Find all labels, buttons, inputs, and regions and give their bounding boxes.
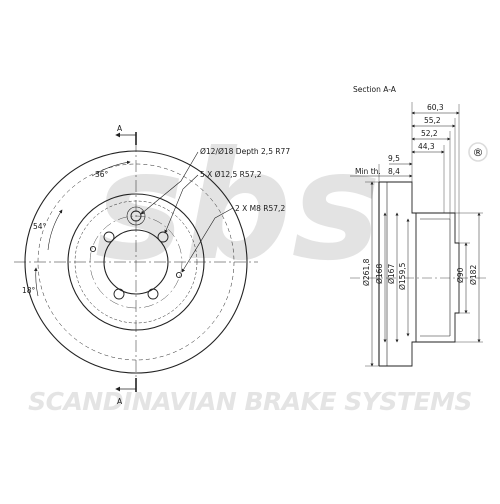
dia-text-168: Ø168 [375, 264, 384, 284]
disc-hidden-edge [37, 163, 235, 361]
threaded-holes [89, 245, 183, 279]
section-title: Section A-A [353, 85, 397, 94]
section-mark-bottom: A [117, 397, 123, 406]
dim-text-52-2: 52,2 [421, 129, 438, 138]
bolt-hole [103, 231, 115, 243]
registered-mark: ® [473, 146, 484, 159]
angle-arc-54 [47, 209, 63, 251]
center-bore [103, 229, 169, 295]
callout-bore: Ø12/Ø18 Depth 2,5 R77 [200, 147, 290, 156]
dia-text-261-8: Ø261,8 [362, 258, 371, 286]
threaded-hole [89, 245, 97, 253]
watermark: sbs ® SCANDINAVIAN BRAKE SYSTEMS [28, 120, 488, 416]
front-view-labels: A A 36° 54° 18° Ø12/Ø18 Depth 2,5 R77 5 … [22, 124, 290, 406]
dim-text-55-2: 55,2 [424, 116, 441, 125]
dia-text-159-5: Ø159,5 [398, 262, 407, 290]
watermark-brand-line: SCANDINAVIAN BRAKE SYSTEMS [28, 387, 472, 416]
dia-text-167: Ø167 [387, 264, 396, 284]
dim-text-60-3: 60,3 [427, 103, 444, 112]
front-view [14, 132, 258, 392]
disc-outer-edge [24, 150, 248, 374]
leader-bore [140, 151, 199, 215]
leader-threads [181, 207, 234, 273]
angle-label-36: 36° [95, 170, 109, 179]
dim-text-9-5: 9,5 [388, 154, 400, 163]
watermark-logo: sbs [95, 120, 381, 294]
callout-holes: 5 X Ø12,5 R57,2 [200, 170, 262, 179]
callout-threads: 2 X M8 R57,2 [235, 204, 285, 213]
hat-inner-hidden [74, 200, 198, 324]
angle-label-18: 18° [22, 286, 36, 295]
hat-profile [416, 212, 460, 343]
section-view-labels: Section A-A 60,3 55,2 52,2 44,3 9,5 Min … [353, 85, 478, 290]
dia-text-90: Ø90 [456, 267, 465, 283]
bore-counterbore [126, 206, 146, 226]
hat-outer-edge [67, 193, 205, 331]
min-thickness-value: 8,4 [388, 167, 400, 176]
section-view [350, 102, 486, 367]
bolt-circle [89, 215, 183, 309]
angle-label-54: 54° [33, 222, 47, 231]
bolt-hole [113, 288, 125, 300]
bolt-hole [157, 231, 169, 243]
friction-ring-outline [379, 181, 417, 367]
registered-mark-circle [468, 142, 488, 162]
section-mark-top: A [117, 124, 123, 133]
dia-text-182: Ø182 [469, 265, 478, 285]
min-thickness-label: Min th. [355, 167, 381, 176]
bolt-hole [147, 288, 159, 300]
angle-arc-18 [33, 267, 39, 297]
dim-text-44-3: 44,3 [418, 142, 435, 151]
threaded-hole [175, 271, 183, 279]
angle-arc-36 [91, 160, 131, 177]
wheel-bolt-holes [103, 210, 169, 300]
bolt-hole [130, 210, 142, 222]
leader-holes [164, 174, 199, 234]
